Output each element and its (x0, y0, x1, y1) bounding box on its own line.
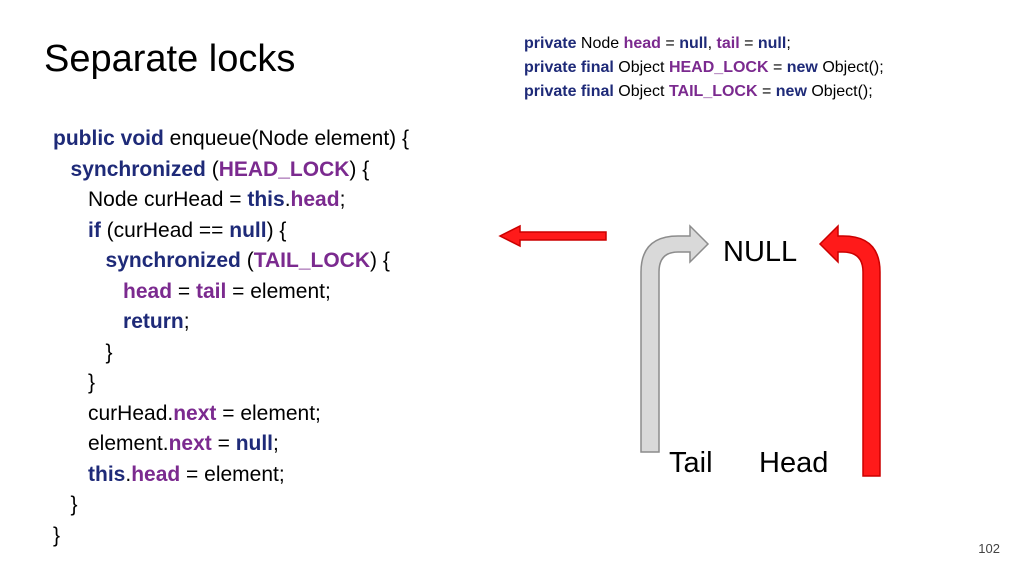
code-text: = (768, 59, 787, 76)
code-line: synchronized (TAIL_LOCK) { (53, 246, 409, 277)
code-keyword: null (235, 432, 274, 455)
code-text: = element; (216, 401, 321, 425)
code-keyword: synchronized (70, 157, 206, 181)
code-keyword: synchronized (105, 249, 241, 272)
code-text: = (172, 279, 196, 303)
code-text: = (739, 35, 758, 52)
tail-label: Tail (669, 447, 713, 479)
code-text: Object(); (817, 59, 884, 76)
code-line: } (53, 490, 409, 521)
code-text: enqueue(Node element) { (163, 127, 410, 150)
code-text: ) { (266, 218, 287, 242)
code-text: Object (613, 83, 669, 100)
code-block: public void enqueue(Node element) { sync… (53, 124, 409, 551)
code-keyword: this (88, 462, 126, 486)
code-text: = (757, 83, 776, 100)
null-label: NULL (723, 236, 798, 268)
code-line: synchronized (HEAD_LOCK) { (53, 155, 409, 186)
page-number: 102 (978, 541, 1000, 556)
code-identifier: head (123, 279, 173, 303)
code-keyword: new (786, 59, 818, 76)
code-text: ( (240, 249, 254, 272)
code-text: } (53, 371, 96, 394)
code-text: = element; (226, 279, 331, 303)
code-keyword: null (679, 35, 708, 52)
code-keyword: null (757, 35, 787, 52)
code-text: } (53, 340, 113, 364)
code-keyword: public void (53, 127, 164, 150)
code-text: = (660, 35, 680, 52)
code-text: } (53, 523, 61, 547)
code-line: if (curHead == null) { (53, 216, 409, 247)
code-identifier: next (168, 432, 212, 455)
code-identifier: TAIL_LOCK (253, 249, 370, 272)
code-text: = (211, 432, 236, 455)
code-text: ) { (370, 249, 390, 272)
code-line: } (53, 368, 409, 399)
code-keyword: null (229, 218, 267, 242)
code-text: . (125, 462, 132, 486)
code-text: ; (339, 188, 346, 211)
code-text: Object (613, 59, 669, 76)
code-text: curHead. (53, 401, 174, 425)
code-text: = element; (180, 462, 285, 486)
tail-arrow (640, 224, 710, 453)
head-label: Head (759, 447, 829, 479)
code-text: element. (53, 432, 169, 455)
code-text: ) { (349, 157, 370, 181)
code-identifier: HEAD_LOCK (668, 59, 769, 76)
code-identifier: tail (716, 35, 740, 52)
code-text: Object(); (806, 83, 873, 100)
code-keyword: private (524, 35, 577, 52)
code-keyword: private final (524, 59, 614, 76)
slide-title: Separate locks (44, 38, 296, 80)
code-line: head = tail = element; (53, 277, 409, 308)
code-text: Node (576, 35, 624, 52)
code-text: ; (183, 310, 190, 333)
code-line: } (53, 521, 409, 552)
code-keyword: return (123, 310, 184, 333)
code-line: element.next = null; (53, 429, 409, 460)
code-text: ( (205, 157, 219, 181)
head-arrow (818, 224, 881, 477)
code-identifier: TAIL_LOCK (668, 83, 758, 100)
code-text: (curHead == (100, 218, 230, 242)
code-identifier: HEAD_LOCK (218, 157, 350, 181)
code-line: return; (53, 307, 409, 338)
code-identifier: head (290, 188, 340, 211)
code-line: this.head = element; (53, 460, 409, 491)
code-identifier: tail (195, 279, 227, 303)
code-keyword: this (247, 188, 285, 211)
code-line: Node curHead = this.head; (53, 185, 409, 216)
code-keyword: if (88, 218, 101, 242)
code-identifier: head (623, 35, 661, 52)
code-line: curHead.next = element; (53, 399, 409, 430)
code-text: ; (273, 432, 279, 455)
code-identifier: next (173, 401, 217, 425)
code-text: Node curHead = (53, 188, 248, 211)
code-line: public void enqueue(Node element) { (53, 124, 409, 155)
code-keyword: private final (524, 83, 614, 100)
current-line-arrow (498, 224, 607, 248)
code-text: . (284, 188, 291, 211)
declaration-line: private final Object TAIL_LOCK = new Obj… (524, 80, 884, 104)
code-identifier: head (131, 462, 181, 486)
code-text: } (53, 493, 78, 516)
declaration-line: private Node head = null, tail = null; (524, 32, 884, 56)
code-text: , (707, 35, 717, 52)
code-line: } (53, 338, 409, 369)
field-declarations: private Node head = null, tail = null;pr… (524, 32, 884, 104)
declaration-line: private final Object HEAD_LOCK = new Obj… (524, 56, 884, 80)
code-keyword: new (775, 83, 807, 100)
code-text: ; (786, 35, 791, 52)
